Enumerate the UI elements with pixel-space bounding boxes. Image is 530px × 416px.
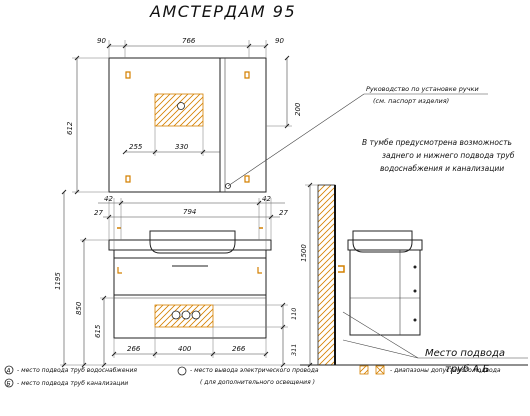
dim-400: 400 (178, 345, 192, 353)
legend-mark-a: А (6, 368, 11, 375)
electrical-zone (154, 93, 204, 127)
dim-612-group: 612 (66, 55, 109, 195)
dim-794: 794 (183, 208, 196, 216)
dim-110: 110 (290, 308, 298, 320)
supply-note-line1: Место подвода (425, 348, 505, 359)
dim-1500: 1500 (300, 244, 308, 262)
dim-top-left: 90 (97, 37, 106, 45)
dim-200: 200 (294, 102, 302, 116)
dim-255-330: 255 330 (122, 126, 220, 156)
vanity-bottom-dims: 266 400 266 (111, 327, 269, 358)
dim-200-group: 200 (266, 55, 302, 129)
legend-mark-b: Б (7, 381, 11, 388)
dim-850: 850 (75, 301, 83, 315)
handle-note-line2: (см. паспорт изделия) (373, 97, 449, 105)
side-view: 1500 Место подвода труб А,Б (300, 182, 528, 375)
vanity-front (108, 227, 272, 339)
electrical-symbol (177, 366, 187, 376)
dim-311: 311 (290, 344, 298, 356)
dim-27-left: 27 (94, 209, 103, 217)
dim-255: 255 (129, 143, 143, 151)
top-dimensions: 90 766 90 (97, 37, 284, 58)
cabinet-note-line2: заднего и нижнего подвода труб (382, 151, 515, 160)
dim-27-right: 27 (279, 209, 288, 217)
dim-42-right: 42 (262, 195, 271, 203)
legend-item-elec-1: - место вывода электрического провода (190, 367, 319, 374)
legend-item-elec-2: ( для дополнительного освещения ) (200, 379, 315, 386)
dim-266-left: 266 (127, 345, 141, 353)
range-symbol (359, 365, 369, 375)
dim-612: 612 (66, 121, 74, 135)
cabinet-note-line3: водоснабжения и канализации (380, 164, 504, 173)
page-title: АМСТЕРДАМ 95 (149, 2, 296, 21)
dim-1195: 1195 (54, 272, 62, 290)
vanity-width-dims: 42 42 27 27 794 (94, 195, 288, 250)
handle-note-line1: Руководство по установке ручки (366, 85, 479, 93)
legend-item-a: - место подвода труб водоснабжения (17, 367, 137, 374)
handle-note: Руководство по установке ручки (см. пасп… (227, 85, 488, 187)
cabinet-note: В тумбе предусмотрена возможность заднег… (362, 138, 515, 173)
legend-item-range: - диапазоны допустимого подвода (390, 367, 501, 374)
supply-note-line2: труб А,Б (445, 363, 489, 375)
mirror-cabinet (108, 57, 267, 193)
dim-42-left: 42 (104, 195, 113, 203)
dim-330: 330 (175, 143, 189, 151)
dim-top-mid: 766 (182, 37, 196, 45)
dim-615: 615 (94, 324, 102, 338)
cabinet-note-line1: В тумбе предусмотрена возможность (362, 138, 512, 147)
vanity-height-dims: 1195 850 615 (54, 189, 340, 368)
dim-266-right: 266 (232, 345, 246, 353)
legend: А - место подвода труб водоснабжения Б -… (4, 365, 501, 388)
dim-top-right: 90 (275, 37, 284, 45)
legend-item-b: - место подвода труб канализации (17, 380, 128, 387)
dim-110-311: 110 311 (213, 302, 298, 368)
